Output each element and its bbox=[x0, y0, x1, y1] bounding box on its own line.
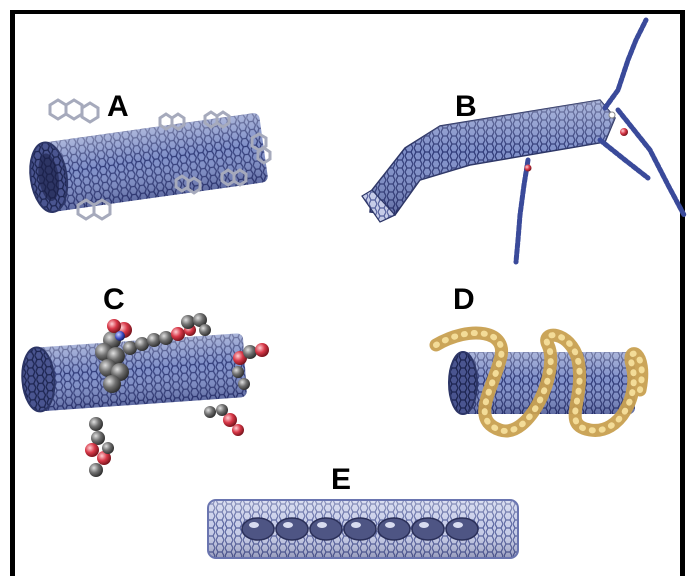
panel-label-c: C bbox=[103, 285, 125, 315]
panel-label-e: E bbox=[331, 465, 351, 495]
panel-c-illustration bbox=[20, 313, 269, 477]
panel-label-d: D bbox=[453, 285, 475, 315]
panel-e-illustration bbox=[208, 500, 518, 558]
panel-b-illustration bbox=[362, 20, 684, 262]
panel-d-illustration bbox=[436, 333, 642, 431]
panel-label-b: B bbox=[455, 92, 477, 122]
panel-label-a: A bbox=[107, 92, 129, 122]
panel-a-illustration bbox=[26, 100, 270, 219]
